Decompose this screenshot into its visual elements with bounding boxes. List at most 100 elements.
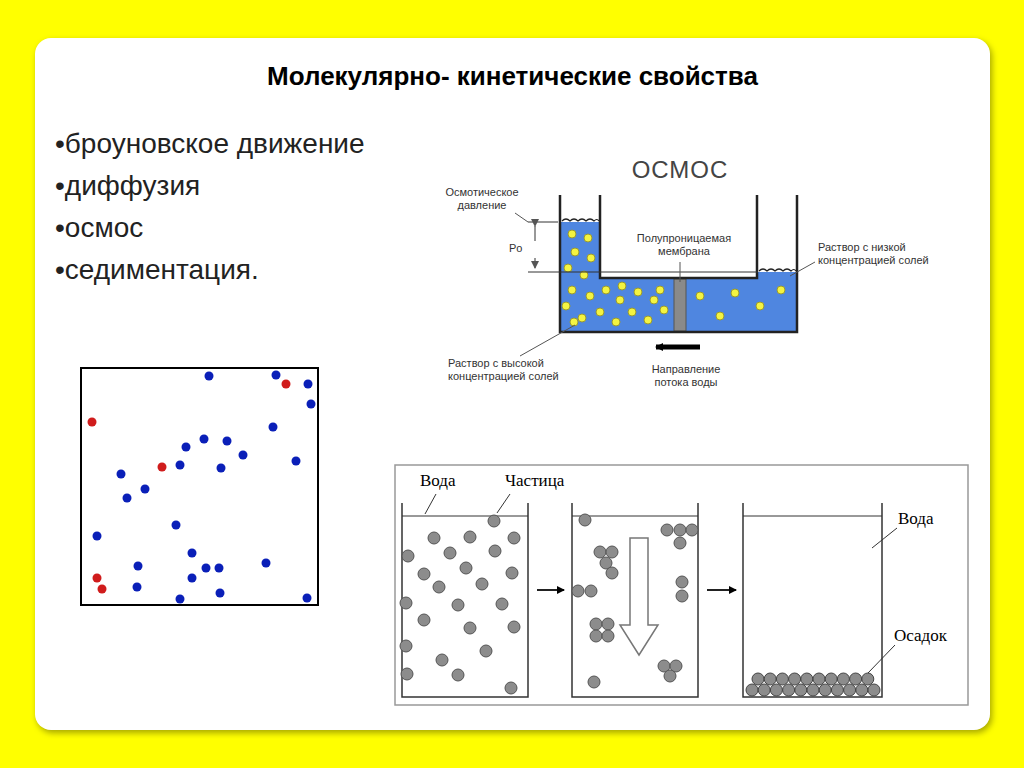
red-particle [158, 463, 167, 472]
blue-particle [307, 400, 316, 409]
salt-particle [716, 312, 724, 320]
sediment-particle [770, 684, 782, 696]
particle [464, 531, 476, 543]
particle [476, 578, 488, 590]
blue-particle [141, 485, 150, 494]
callout-label: Раствор с низкой концентрацией солей [818, 241, 963, 266]
water-level [572, 516, 698, 517]
particle [674, 524, 686, 536]
sediment-particle [789, 673, 801, 685]
callout-label: Частица [505, 471, 564, 491]
blue-particle [172, 521, 181, 530]
blue-particle [123, 494, 132, 503]
brownian-particles [88, 371, 316, 604]
beaker [402, 503, 528, 697]
sedimentation-illustration [395, 465, 968, 705]
diagram-title: ОСМОС [600, 156, 760, 184]
blue-particle [176, 595, 185, 604]
water-surface [562, 219, 599, 221]
salt-particle [587, 254, 595, 262]
salt-particle [618, 282, 626, 290]
particle [464, 622, 476, 634]
red-particle [282, 380, 291, 389]
leader-line [515, 213, 528, 222]
salt-particle [564, 264, 572, 272]
particle [508, 621, 520, 633]
sediment-particle [795, 684, 807, 696]
blue-particle [182, 443, 191, 452]
water-flow-arrow [656, 345, 700, 350]
sediment-particle [776, 673, 788, 685]
inner-tube-wall [600, 195, 757, 278]
sediment-particle [837, 673, 849, 685]
salt-particle [628, 308, 636, 316]
pressure-bracket [528, 272, 758, 273]
sediment-particle [764, 673, 776, 685]
salt-particle [571, 248, 579, 256]
sediment-particle [758, 684, 770, 696]
salt-particle [634, 288, 642, 296]
leader-line [790, 262, 815, 276]
callout-label: Осмотическое давление [436, 186, 528, 211]
sediment-particle [801, 673, 813, 685]
salt-particle [568, 230, 576, 238]
salt-particle [644, 316, 652, 324]
particle [686, 524, 698, 536]
particle [602, 618, 614, 630]
particle [402, 550, 414, 562]
sediment-particle [856, 684, 868, 696]
sediment-particle [862, 673, 874, 685]
particle [579, 514, 591, 526]
salt-particle [584, 234, 592, 242]
blue-particle [269, 423, 278, 432]
callout-label: Направление потока воды [636, 363, 736, 388]
particle [460, 562, 472, 574]
particle [418, 568, 430, 580]
particle [674, 537, 686, 549]
blue-particle [200, 435, 209, 444]
salt-particle [616, 296, 624, 304]
salt-particle [602, 286, 610, 294]
vessel-wall [560, 195, 797, 332]
brownian-box [81, 368, 318, 605]
particle [602, 630, 614, 642]
particle [496, 598, 508, 610]
blue-particle [303, 594, 312, 603]
sediment-particle [831, 684, 843, 696]
particles [400, 514, 880, 696]
particle [594, 546, 606, 558]
salt-particle [650, 296, 658, 304]
particle [452, 599, 464, 611]
particle [585, 585, 597, 597]
particle [508, 532, 520, 544]
step-arrow [537, 589, 564, 591]
blue-particle [188, 574, 197, 583]
salt-particle [612, 318, 620, 326]
particle [489, 545, 501, 557]
red-particle [98, 585, 107, 594]
salt-particle [570, 318, 578, 326]
salt-particle [568, 286, 576, 294]
pressure-arrow [535, 258, 536, 268]
sediment-particle [783, 684, 795, 696]
leader-line [868, 645, 895, 673]
semipermeable-membrane [674, 279, 686, 331]
beaker [743, 503, 882, 697]
blue-particle [134, 562, 143, 571]
blue-particle [117, 470, 126, 479]
sediment-particle [813, 673, 825, 685]
particle [664, 670, 676, 682]
salt-particle [777, 286, 785, 294]
particle [590, 618, 602, 630]
particle [606, 546, 618, 558]
particle [661, 524, 673, 536]
osmosis-apparatus [515, 195, 815, 356]
water-surface [759, 269, 796, 271]
salt-particle [660, 306, 668, 314]
blue-particle [239, 451, 248, 460]
sediment-particle [825, 673, 837, 685]
blue-particle [188, 549, 197, 558]
sediment-particle [752, 673, 764, 685]
particle [505, 682, 517, 694]
